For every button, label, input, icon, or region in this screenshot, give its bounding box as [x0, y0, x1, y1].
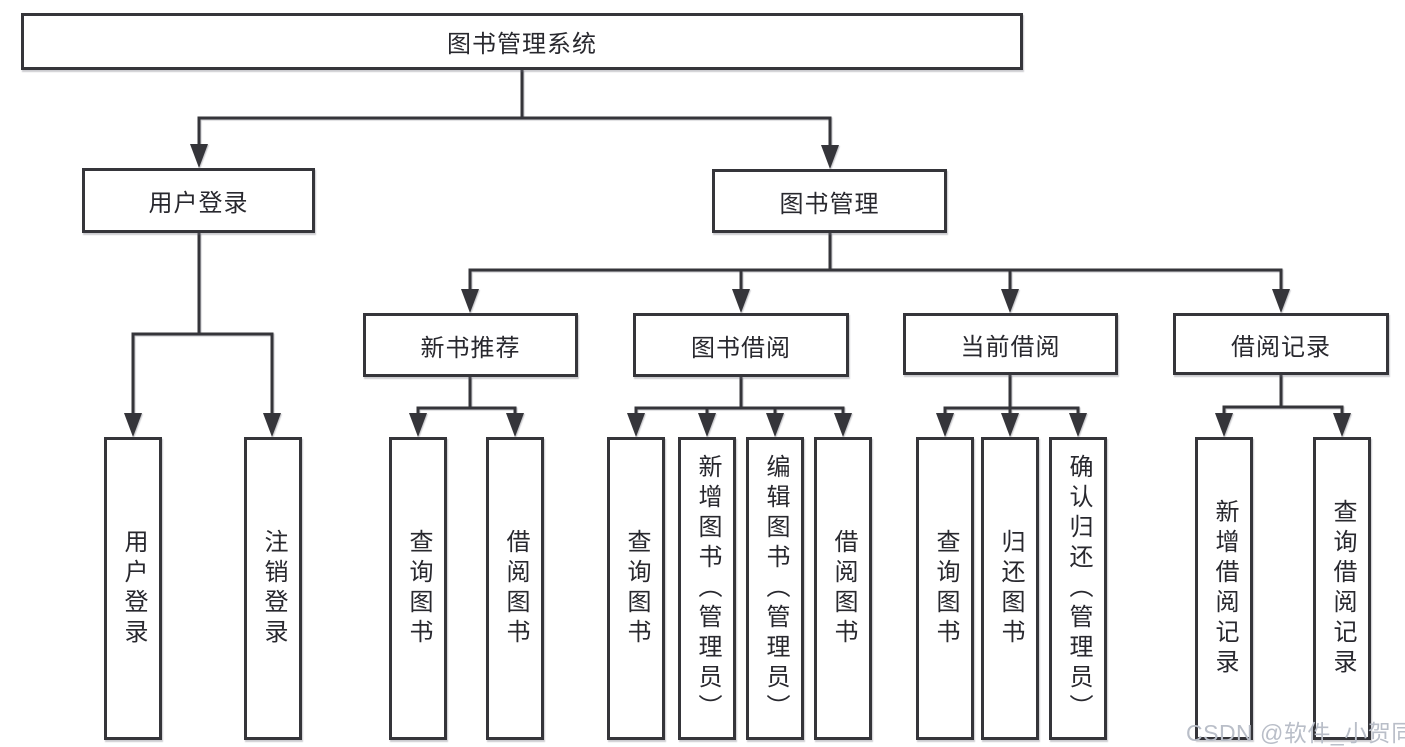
- leaf-query-books-recommend: 查询图书: [389, 437, 447, 740]
- leaf-add-borrow-record: 新增借阅记录: [1195, 437, 1253, 740]
- node-label: 借阅图书: [830, 528, 857, 649]
- arrowheads-user-login-leaves: [124, 413, 281, 437]
- node-label: 确认归还（管理员）: [1065, 453, 1092, 724]
- leaf-return-books: 归还图书: [981, 437, 1039, 740]
- leaf-user-login: 用户登录: [104, 437, 162, 740]
- node-label: 当前借阅: [960, 333, 1061, 361]
- node-label: 借阅图书: [502, 528, 529, 649]
- node-new-book-recommend: 新书推荐: [363, 313, 578, 377]
- node-label: 查询图书: [623, 528, 650, 649]
- leaf-confirm-return-admin: 确认归还（管理员）: [1049, 437, 1107, 740]
- leaf-query-books-current: 查询图书: [916, 437, 974, 740]
- node-label: 新书推荐: [420, 334, 521, 362]
- node-user-login: 用户登录: [82, 168, 315, 233]
- arrowheads-borrow-record-leaves: [1215, 413, 1351, 437]
- leaf-borrow-books: 借阅图书: [814, 437, 872, 740]
- node-label: 图书管理: [779, 190, 880, 218]
- leaf-add-books-admin: 新增图书（管理员）: [678, 437, 736, 740]
- node-label: 新增借阅记录: [1211, 498, 1238, 679]
- arrowheads-current-borrow-leaves: [936, 413, 1087, 437]
- node-book-borrow: 图书借阅: [633, 313, 849, 377]
- leaf-query-borrow-record: 查询借阅记录: [1313, 437, 1371, 740]
- node-label: 图书借阅: [691, 334, 791, 362]
- node-current-borrow: 当前借阅: [903, 313, 1118, 375]
- leaf-borrow-books-recommend: 借阅图书: [486, 437, 544, 740]
- arrowheads-level2: [190, 144, 839, 169]
- node-label: 图书管理系统: [447, 31, 597, 58]
- node-label: 查询图书: [932, 528, 959, 649]
- node-label: 注销登录: [260, 528, 287, 649]
- connector-current-borrow-fork: [943, 375, 1080, 415]
- connector-root-to-level2: [197, 70, 832, 147]
- node-library-system-root: 图书管理系统: [21, 13, 1023, 70]
- leaf-logout: 注销登录: [244, 437, 302, 740]
- node-label: 查询图书: [405, 528, 432, 649]
- node-label: 归还图书: [997, 528, 1024, 649]
- node-label: 借阅记录: [1231, 333, 1331, 361]
- node-label: 新增图书（管理员）: [694, 453, 721, 724]
- node-label: 用户登录: [120, 528, 147, 649]
- node-book-management: 图书管理: [712, 169, 947, 233]
- node-label: 查询借阅记录: [1329, 498, 1356, 679]
- arrowheads-level3: [461, 289, 1290, 313]
- connector-book-borrow-fork: [634, 377, 845, 415]
- node-borrow-records: 借阅记录: [1173, 313, 1389, 375]
- arrowheads-book-borrow-leaves: [627, 413, 852, 437]
- connector-new-book-fork: [416, 377, 517, 415]
- node-label: 编辑图书（管理员）: [762, 453, 789, 724]
- connector-borrow-record-fork: [1222, 375, 1344, 415]
- node-label: 用户登录: [148, 190, 249, 217]
- leaf-query-books-borrow: 查询图书: [607, 437, 665, 740]
- leaf-edit-books-admin: 编辑图书（管理员）: [746, 437, 804, 740]
- csdn-watermark: CSDN @软件_小贺同学: [1186, 720, 1405, 746]
- connector-user-login-fork: [131, 233, 274, 415]
- connector-book-mgmt-fork: [468, 233, 1283, 291]
- arrowheads-new-book-leaves: [409, 413, 524, 437]
